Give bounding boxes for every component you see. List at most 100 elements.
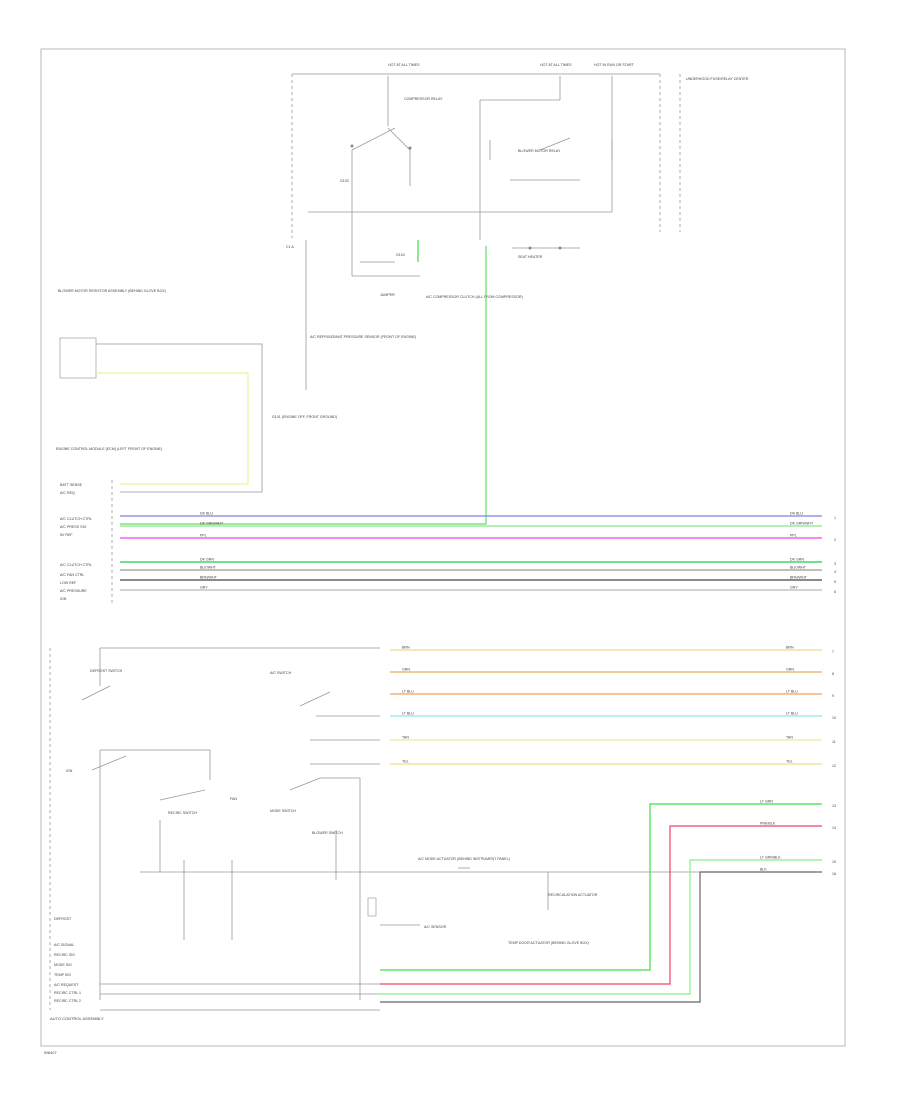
pressure-sensor-note: A/C REFRIGERANT PRESSURE SENSOR (FRONT O… [310, 335, 416, 339]
upper-bus-wire-label: DK BLU [200, 512, 213, 516]
right-output-wire-num: 14 [832, 826, 836, 830]
right-output-wire [380, 825, 822, 985]
diagram-frame [40, 48, 846, 1047]
upper-bus-wire-label: PPL [200, 534, 207, 538]
ground-note: G101 (ENGINE OFF, FRONT GROUND) [272, 415, 337, 419]
lower-control-section: DEFROST SWITCH A/C SWITCH RECIRC SWITCH … [49, 647, 700, 1011]
page-footer: W6407 [44, 1050, 57, 1055]
sensor-note: A/C SENSOR [424, 925, 447, 929]
upper-components: C1 A JUMPER G104 A/C COMPRESSOR CLUTCH (… [272, 212, 580, 419]
upper-bus-wire-num: 3 [834, 562, 836, 566]
right-output-wire [380, 871, 822, 1003]
lower-bus-wire-end-label: YEL [786, 760, 793, 764]
upper-bus-wire-end-label: PPL [790, 534, 797, 538]
fuse-label-right: HOT IN RUN OR START [594, 63, 635, 67]
lower-bus-wire-label: TAN [402, 736, 409, 740]
actuator-note: A/C MODE ACTUATOR (BEHIND INSTRUMENT PAN… [418, 857, 510, 861]
right-output-wire [380, 803, 822, 971]
lower-bus-wire-end-label: LT BLU [786, 690, 798, 694]
ecm-block-label: ENGINE CONTROL MODULE (ECM) (LEFT FRONT … [56, 447, 162, 451]
upper-bus-wire-num: 1 [834, 516, 836, 520]
lower-bus-wire-end-label: BRN [786, 646, 794, 650]
jumper-label: JUMPER [380, 293, 395, 297]
right-output-wire-label: LT GRN/BLK [760, 856, 781, 860]
upper-bus-wire-label: DK GRN [200, 558, 214, 562]
module-pin-3: MODE SIG [54, 963, 72, 967]
ecm-pin-1: A/C REQ [60, 491, 75, 495]
relay-label-blower: BLOWER MOTOR RELAY [518, 149, 561, 153]
conn-label-1: C1 A [286, 245, 294, 249]
relay-label-seat-heater: SEAT HEATER [518, 255, 543, 259]
ecm-pin-7: LOW REF [60, 581, 77, 585]
ecm-pin-0: BATT SENSE [60, 483, 83, 487]
lower-bus-wire-num: 9 [832, 694, 834, 698]
ecm-pin-2: A/C CLUTCH CTRL [60, 517, 92, 521]
switch-label-defrost: DEFROST SWITCH [90, 669, 123, 673]
ecm-pin-3: A/C PRESS SIG [60, 525, 87, 529]
switch-label-ac: A/C SWITCH [270, 671, 292, 675]
right-output-wire-num: 15 [832, 860, 836, 864]
module-pin-4: TEMP SIG [54, 973, 71, 977]
upper-bus-wire-num: 6 [834, 590, 836, 594]
switch-label-blower: BLOWER SWITCH [312, 831, 343, 835]
upper-bus-wire-end-label: DK GRN [790, 558, 804, 562]
blower-resistor-block: BLOWER MOTOR RESISTOR ASSEMBLY (BEHIND G… [58, 289, 263, 493]
upper-bus-wire-end-label: GRY [790, 586, 798, 590]
g-label-g104: G104 [396, 253, 405, 257]
lower-bus-wire-label: LT BLU [402, 712, 414, 716]
right-output-wire-num: 13 [832, 804, 836, 808]
lower-bus-wire-end-label: LT BLU [786, 712, 798, 716]
fuse-label-middle: HOT AT ALL TIMES [540, 63, 572, 67]
right-output-wire-num: 16 [832, 872, 836, 876]
g-label-g103: G103 [340, 179, 349, 183]
lower-bus-wire-label: LT BLU [402, 690, 414, 694]
ecm-pin-5: A/C CLUTCH CTRL [60, 563, 92, 567]
fuse-block-note: UNDERHOOD FUSE/RELAY CENTER [686, 77, 749, 81]
right-output-wire-label: LT GRN [760, 800, 773, 804]
temp-door-note: TEMP DOOR ACTUATOR (BEHIND GLOVE BOX) [508, 941, 589, 945]
recirc-actuator-note: RECIRCULATION ACTUATOR [548, 893, 598, 897]
ecm-pin-8: A/C PRESSURE [60, 589, 87, 593]
upper-bus-wire-end-label: BRN/WHT [790, 576, 808, 580]
ecm-pin-6: A/C FAN CTRL [60, 573, 84, 577]
switch-label-fan: FAN [230, 797, 237, 801]
lower-bus-wire-num: 10 [832, 716, 836, 720]
upper-bus-wire-label: DK GRN/WHT [200, 522, 224, 526]
fuse-relay-block: HOT AT ALL TIMES HOT AT ALL TIMES HOT IN… [291, 63, 749, 240]
ecm-pin-9: IGN [60, 597, 67, 601]
upper-bus-wire-end-label: DK GRN/WHT [790, 522, 814, 526]
lower-bus-wire-end-label: TAN [786, 736, 793, 740]
lower-bus-wire-num: 7 [832, 650, 834, 654]
green-ecm-feed [120, 246, 487, 525]
upper-bus-wire-label: GRY [200, 586, 208, 590]
lower-bus-wire-label: YEL [402, 760, 409, 764]
module-pin-5: A/C REQUEST [54, 983, 79, 987]
ecm-pin-4: 5V REF [60, 533, 73, 537]
upper-bus-wire-num: 5 [834, 580, 836, 584]
right-output-wire-label: PNK/BLK [760, 822, 776, 826]
upper-bus-wire-label: BRN/WHT [200, 576, 218, 580]
switch-label-recirc: RECIRC SWITCH [168, 811, 197, 815]
upper-bus-wire-num: 4 [834, 570, 836, 574]
relay-label-compressor: COMPRESSOR RELAY [404, 97, 443, 101]
upper-bus-wire-num: 2 [834, 538, 836, 542]
compressor-clutch-note: A/C COMPRESSOR CLUTCH (ALL FROM COMPRESS… [426, 295, 523, 299]
lower-bus-wire-end-label: ORN [786, 668, 794, 672]
module-pin-0: DEFROST [54, 917, 72, 921]
blower-block-label: BLOWER MOTOR RESISTOR ASSEMBLY (BEHIND G… [58, 289, 166, 293]
lower-bus-wire-label: ORN [402, 668, 410, 672]
right-output-wire [380, 859, 822, 995]
lower-bus-wire-num: 8 [832, 672, 834, 676]
module-pin-2: RECIRC SIG [54, 953, 75, 957]
fuse-label-left: HOT AT ALL TIMES [388, 63, 420, 67]
lower-bus-wire-num: 12 [832, 764, 836, 768]
switch-label-mode: MODE SWITCH [270, 809, 296, 813]
module-pin-7: RECIRC CTRL 2 [54, 999, 81, 1003]
module-pin-1: A/C SIGNAL [54, 943, 74, 947]
ecm-block: ENGINE CONTROL MODULE (ECM) (LEFT FRONT … [56, 447, 162, 606]
upper-bus-wire-label: BLK/WHT [200, 566, 217, 570]
